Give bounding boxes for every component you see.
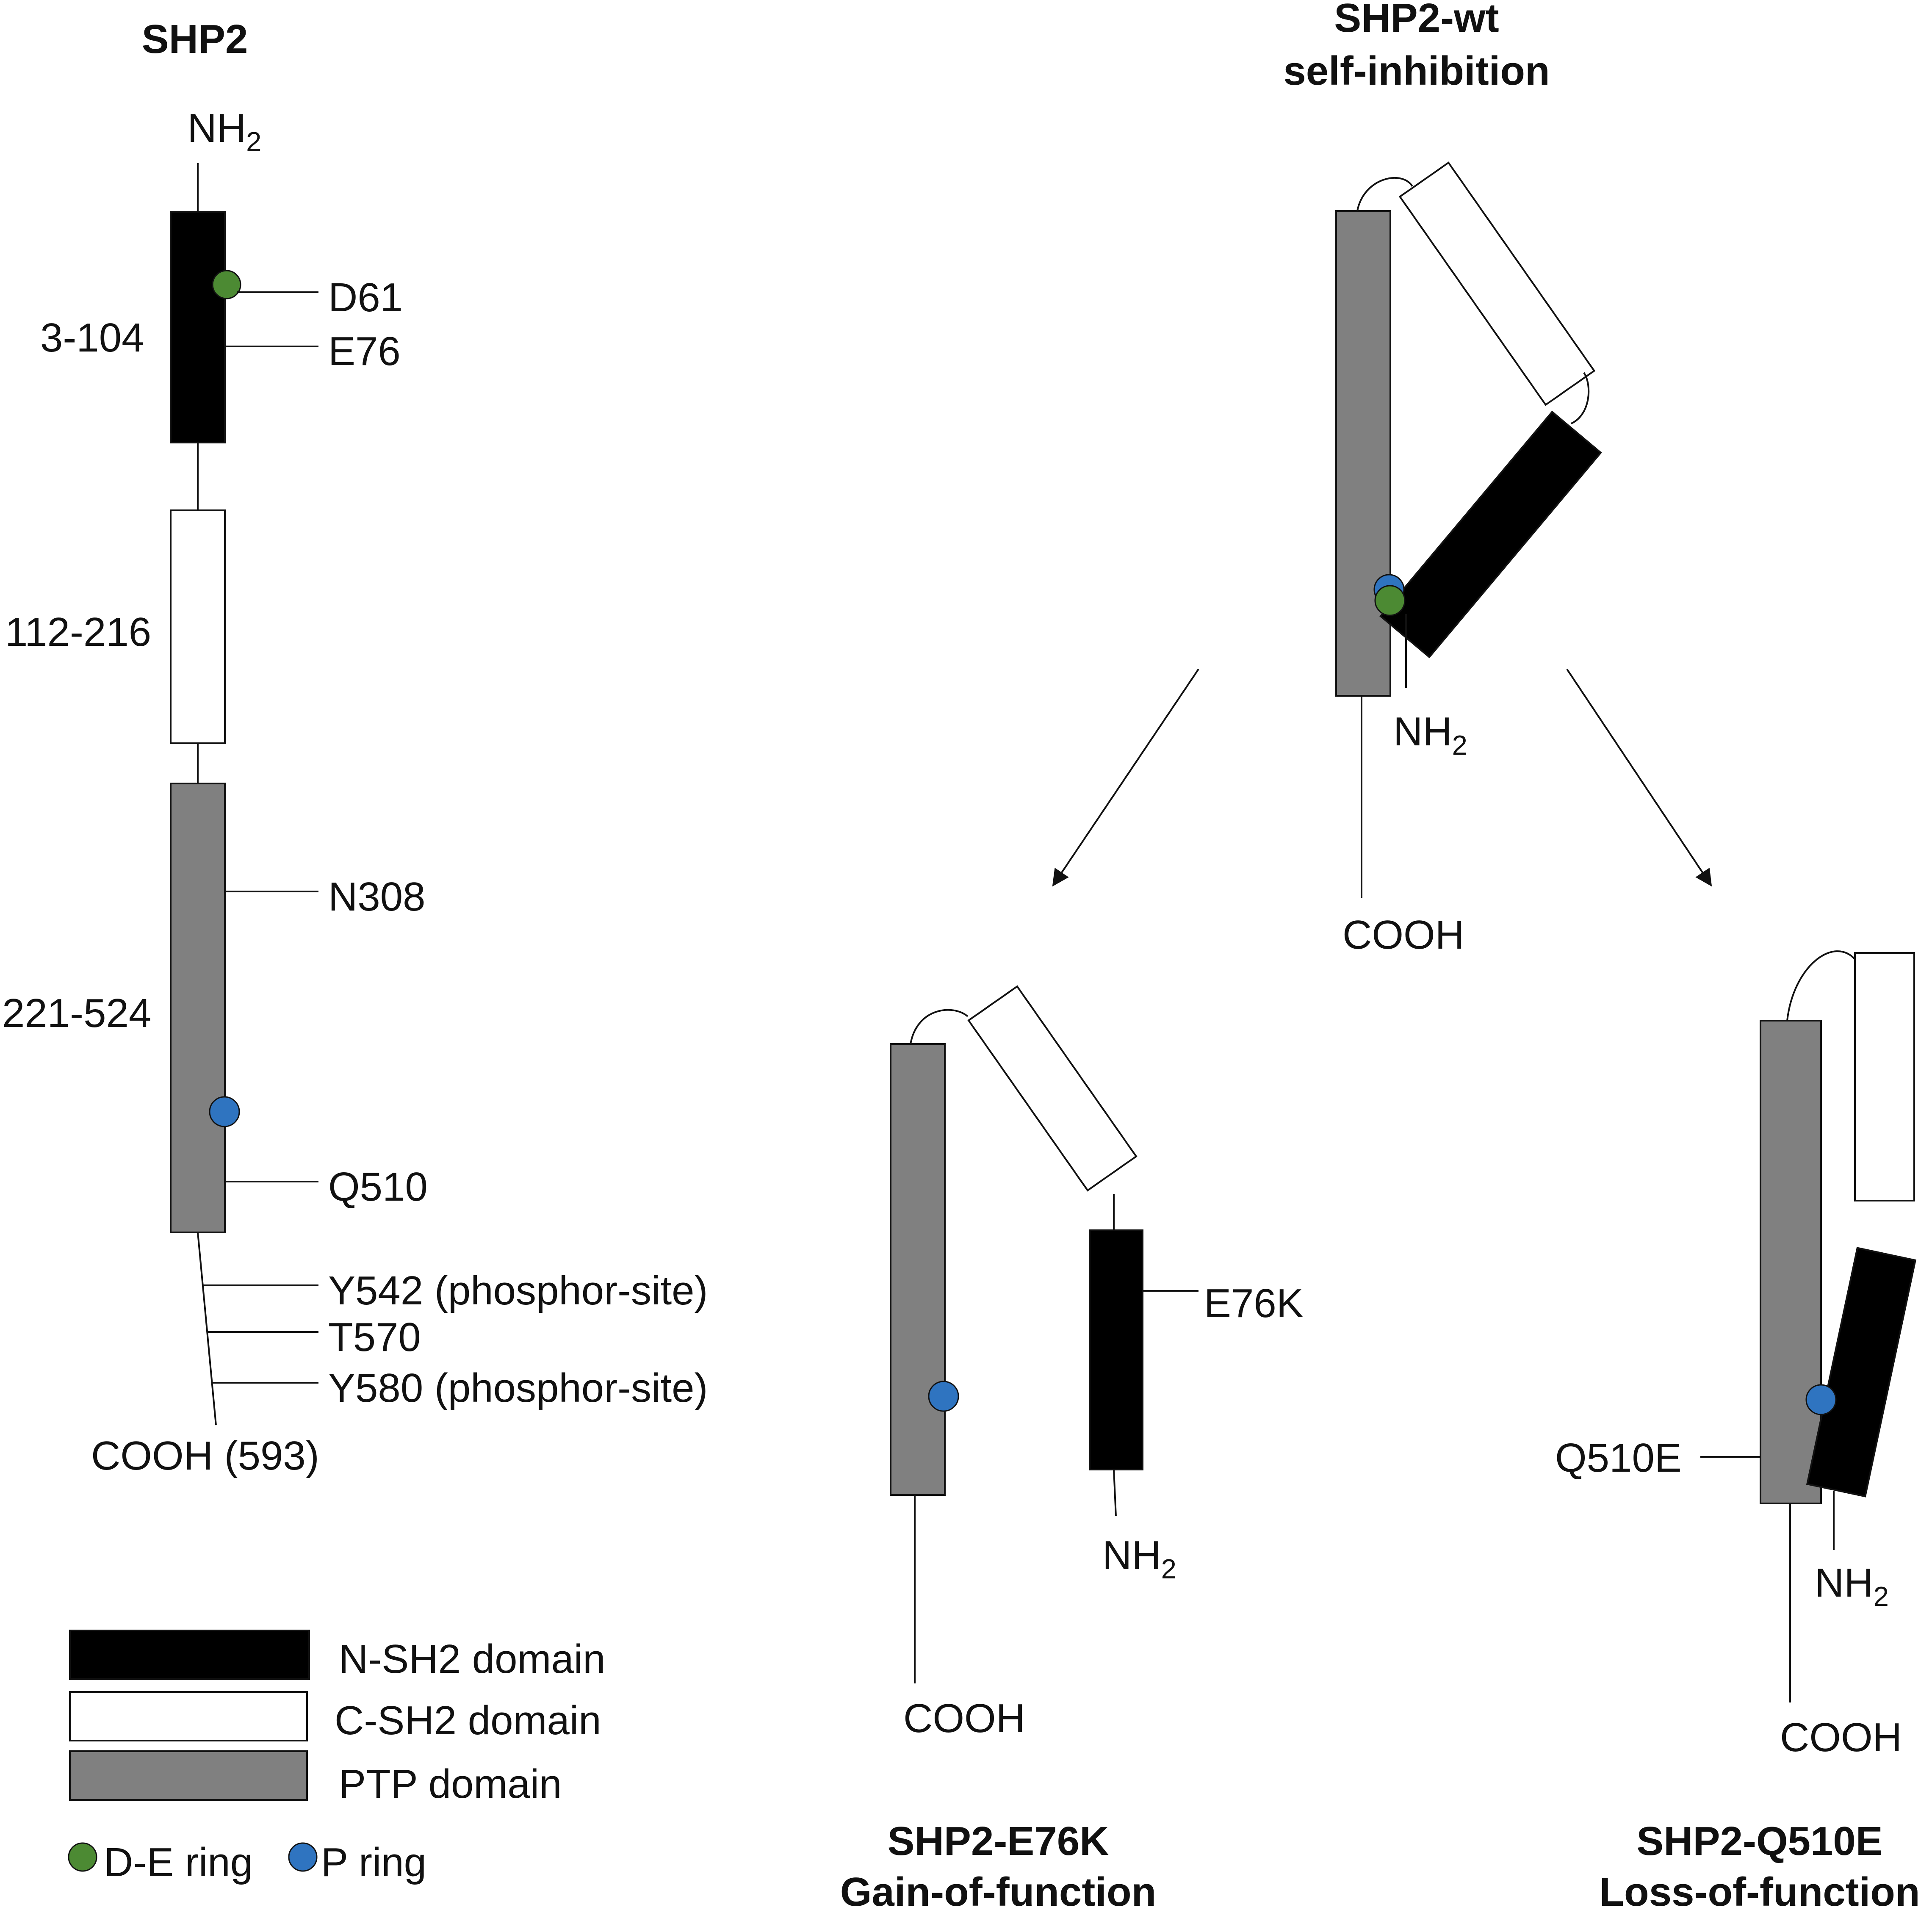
legend-ptp-label: PTP domain [339,1761,562,1807]
e76k-ptp-domain [890,1043,946,1496]
y542-label: Y542 (phosphor-site) [328,1268,708,1313]
e76k-n-sh2-domain [1089,1229,1143,1470]
legend-p-ring-label: P ring [321,1840,426,1885]
legend-p-ring-dot [288,1842,318,1872]
shp2-linear-structure: SHP2 NH2 3-104 112-216 221-524 D61 E76 N… [2,17,708,1478]
e76-label: E76 [328,329,401,374]
y580-label: Y580 (phosphor-site) [328,1365,708,1411]
q510e-p-ring-dot [1805,1384,1837,1415]
arrow-to-q510e [1566,668,1712,887]
e76k-cooh-label: COOH [903,1696,1025,1741]
n308-label: N308 [328,874,426,919]
legend-n-sh2-label: N-SH2 domain [339,1636,606,1682]
e76k-c-sh2-domain [967,985,1138,1192]
e76k-title-line1: SHP2-E76K [888,1819,1109,1864]
n-sh2-domain [170,211,226,443]
c-sh2-domain [170,509,226,744]
de-ring-dot [212,270,241,299]
q510e-ptp-csh2-link [1786,950,1856,1021]
shp2-q510e-structure: Q510E NH2 COOH SHP2-Q510E Loss-of-functi… [1555,950,1920,1910]
wt-title-line1: SHP2-wt [1334,0,1499,41]
shp2-title: SHP2 [142,17,248,62]
wt-n-sh2-domain [1379,410,1602,659]
range-c-sh2: 112-216 [5,609,151,655]
e76k-p-ring-dot [928,1381,959,1412]
shp2-wt-structure: SHP2-wt self-inhibition NH2 COOH [1283,0,1602,958]
range-ptp: 221-524 [2,991,151,1036]
wt-de-ring-dot [1374,585,1406,616]
legend-n-sh2-swatch [69,1630,310,1680]
wt-cooh-label: COOH [1342,912,1464,958]
t570-label: T570 [328,1315,421,1360]
e76k-title-line2: Gain-of-function [840,1869,1156,1910]
cooh-593-label: COOH (593) [91,1433,319,1478]
wt-c-sh2-domain [1398,161,1596,406]
legend-ptp-swatch [69,1750,308,1801]
q510e-nh2-label: NH2 [1815,1560,1889,1612]
e76k-nh2-tail [1113,1469,1117,1517]
backbone-c-tail [197,1232,217,1426]
shp2-e76k-structure: E76K NH2 COOH SHP2-E76K Gain-of-function [840,985,1304,1910]
q510e-mutation-label: Q510E [1555,1435,1682,1481]
wt-ptp-csh2-link [1356,177,1413,211]
q510e-cooh-label: COOH [1780,1715,1902,1760]
ptp-domain [170,783,226,1233]
p-ring-dot [209,1096,240,1127]
q510e-n-sh2-domain [1806,1247,1917,1498]
q510e-title-line2: Loss-of-function [1599,1869,1920,1910]
wt-nh2-label: NH2 [1393,709,1467,761]
q510-label: Q510 [328,1164,428,1210]
e76k-ptp-csh2-link [910,1009,969,1044]
e76k-mutation-label: E76K [1204,1281,1304,1326]
nh2-label: NH2 [188,105,262,157]
e76k-nh2-label: NH2 [1102,1533,1176,1584]
d61-label: D61 [328,275,403,320]
arrow-to-e76k [1052,668,1199,887]
wt-csh2-nsh2-link [1571,372,1590,424]
wt-ptp-domain [1335,210,1391,697]
legend: N-SH2 domain C-SH2 domain PTP domain D-E… [68,1630,606,1885]
legend-de-ring-label: D-E ring [104,1840,253,1885]
q510e-c-sh2-domain [1854,952,1915,1201]
range-n-sh2: 3-104 [40,315,144,360]
q510e-ptp-domain [1760,1020,1822,1504]
wt-title-line2: self-inhibition [1283,48,1550,94]
legend-de-ring-dot [68,1842,97,1872]
q510e-title-line1: SHP2-Q510E [1636,1819,1883,1864]
legend-c-sh2-label: C-SH2 domain [335,1698,601,1743]
legend-c-sh2-swatch [69,1691,308,1741]
